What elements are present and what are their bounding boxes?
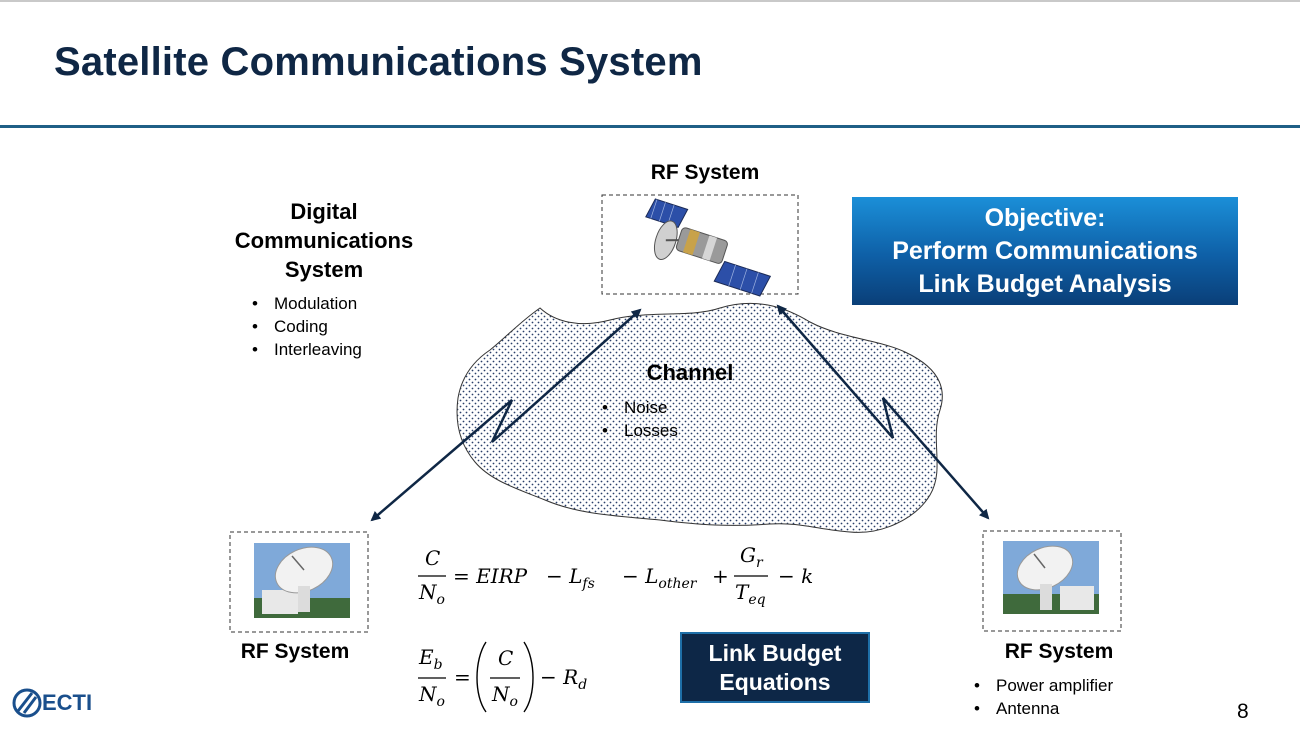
eq2-rd-sub: d bbox=[578, 677, 588, 693]
link-budget-box: Link Budget Equations bbox=[680, 632, 870, 703]
channel-bullets: Noise Losses bbox=[600, 396, 678, 442]
eq1-g: Gr bbox=[740, 543, 763, 571]
list-item: Modulation bbox=[250, 292, 362, 315]
eq2-n-base: N bbox=[419, 682, 437, 706]
list-item: Power amplifier bbox=[972, 674, 1113, 697]
ecti-logo: ECTI bbox=[12, 687, 92, 719]
eq1-t-sub: eq bbox=[748, 592, 766, 608]
slide-title: Satellite Communications System bbox=[54, 40, 703, 84]
channel-label: Channel bbox=[646, 360, 734, 385]
eq2-rd-base: − R bbox=[540, 665, 579, 689]
channel-cloud bbox=[456, 302, 943, 533]
eq1-n-sub: o bbox=[436, 592, 445, 608]
eq1-t-base: T bbox=[735, 580, 749, 604]
eq2-n-inner-base: N bbox=[492, 682, 510, 706]
satellite-image bbox=[601, 194, 799, 297]
eq1-lother-base: − L bbox=[622, 564, 659, 588]
eq1-lfs-sub: fs bbox=[582, 576, 595, 592]
ecti-logo-mark-icon bbox=[12, 688, 42, 718]
objective-line: Link Budget Analysis bbox=[918, 269, 1172, 298]
ecti-logo-text: ECTI bbox=[42, 690, 93, 715]
header-rule bbox=[0, 125, 1300, 128]
list-item: Losses bbox=[600, 419, 678, 442]
objective-line: Perform Communications bbox=[892, 236, 1198, 265]
page-number: 8 bbox=[1237, 700, 1249, 723]
eq1-lfs: − Lfs bbox=[546, 564, 595, 592]
digital-title-line: System bbox=[284, 257, 364, 282]
eq1-c: C bbox=[425, 546, 441, 570]
eq2-n-inner: No bbox=[492, 682, 518, 710]
eq2-c: C bbox=[498, 646, 514, 670]
eq2-n-inner-sub: o bbox=[509, 694, 518, 710]
rf-right-bullets: Power amplifier Antenna bbox=[972, 674, 1113, 720]
eq2-e-base: E bbox=[419, 645, 434, 669]
equation-parentheses bbox=[476, 641, 534, 713]
eq1-eirp: = EIRP bbox=[453, 564, 528, 588]
list-item: Antenna bbox=[972, 697, 1113, 720]
left-dish-image bbox=[229, 531, 369, 633]
eq1-lother: − Lother bbox=[622, 564, 696, 592]
rf-top-label: RF System bbox=[650, 161, 760, 184]
list-item: Coding bbox=[250, 315, 362, 338]
top-border bbox=[0, 0, 1300, 2]
eq1-n-base: N bbox=[419, 580, 437, 604]
eq1-lfs-base: − L bbox=[546, 564, 583, 588]
objective-box: Objective: Perform Communications Link B… bbox=[852, 197, 1238, 305]
list-item: Interleaving bbox=[250, 338, 362, 361]
rf-left-label: RF System bbox=[240, 640, 350, 663]
eq2-n: No bbox=[419, 682, 445, 710]
eq1-t: Teq bbox=[735, 580, 766, 608]
link-budget-line: Link Budget bbox=[708, 639, 842, 666]
downlink-arrow bbox=[776, 304, 990, 520]
equation-fraction-bars bbox=[418, 575, 768, 679]
digital-system-title: Digital Communications System bbox=[224, 197, 424, 284]
eq2-e-sub: b bbox=[433, 657, 443, 673]
digital-title-line: Digital bbox=[290, 199, 358, 224]
eq1-lother-sub: other bbox=[658, 576, 697, 592]
eq2-rd: − Rd bbox=[540, 665, 587, 693]
digital-title-line: Communications bbox=[234, 228, 414, 253]
eq1-k: − k bbox=[778, 564, 814, 588]
digital-bullets: Modulation Coding Interleaving bbox=[250, 292, 362, 361]
eq1-plus: + bbox=[712, 564, 729, 588]
eq2-eq: = bbox=[454, 665, 471, 689]
eq1-g-sub: r bbox=[755, 555, 763, 571]
eq2-n-sub: o bbox=[436, 694, 445, 710]
list-item: Noise bbox=[600, 396, 678, 419]
link-budget-line: Equations bbox=[719, 668, 831, 695]
uplink-arrow bbox=[370, 308, 642, 522]
eq1-n: No bbox=[419, 580, 445, 608]
objective-line: Objective: bbox=[984, 203, 1106, 232]
right-dish-image bbox=[982, 530, 1122, 632]
rf-right-label: RF System bbox=[1004, 640, 1114, 663]
eq1-g-base: G bbox=[740, 543, 756, 567]
eq2-e: Eb bbox=[419, 645, 443, 673]
